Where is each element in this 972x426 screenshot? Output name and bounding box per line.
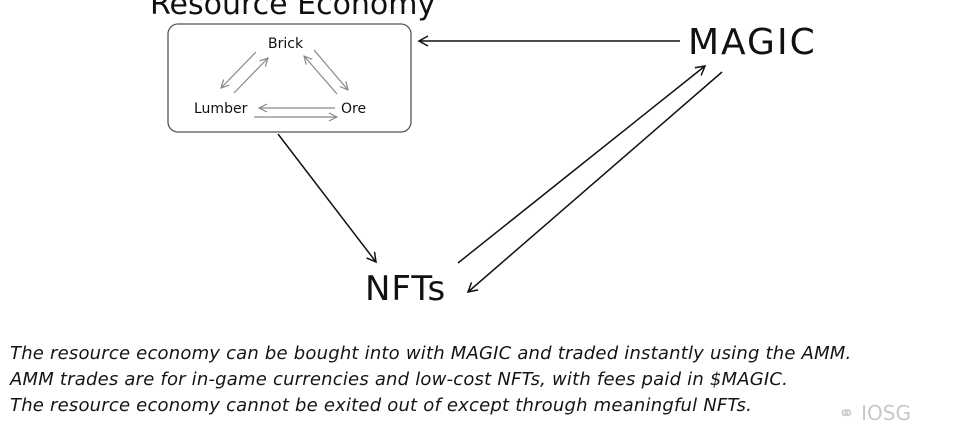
arrow-brick-to-ore <box>313 49 348 90</box>
arrow-lumber-to-brick <box>233 58 268 94</box>
arrow-magic-to-nfts <box>466 71 723 294</box>
watermark-text: IOSG <box>861 401 911 425</box>
resource-trade-arrows <box>221 49 348 117</box>
arrow-brick-to-lumber <box>221 51 257 88</box>
iosg-watermark: ⚭ IOSG <box>838 401 911 425</box>
node-ore: Ore <box>341 101 366 117</box>
wechat-icon: ⚭ <box>838 401 862 425</box>
resource-economy-box <box>167 23 412 133</box>
arrow-ore-to-brick <box>304 56 338 95</box>
node-brick: Brick <box>268 36 304 52</box>
resource-economy-title: Resource Economy <box>150 0 435 22</box>
node-nfts: NFTs <box>365 269 446 309</box>
caption-line-1: The resource economy can be bought into … <box>10 343 852 364</box>
node-magic: MAGIC <box>688 22 817 63</box>
node-lumber: Lumber <box>194 101 248 117</box>
arrow-resource-economy-to-nfts <box>277 133 377 264</box>
arrow-nfts-to-magic <box>457 65 707 264</box>
caption-line-2: AMM trades are for in-game currencies an… <box>10 369 789 390</box>
caption-line-3: The resource economy cannot be exited ou… <box>10 395 752 416</box>
